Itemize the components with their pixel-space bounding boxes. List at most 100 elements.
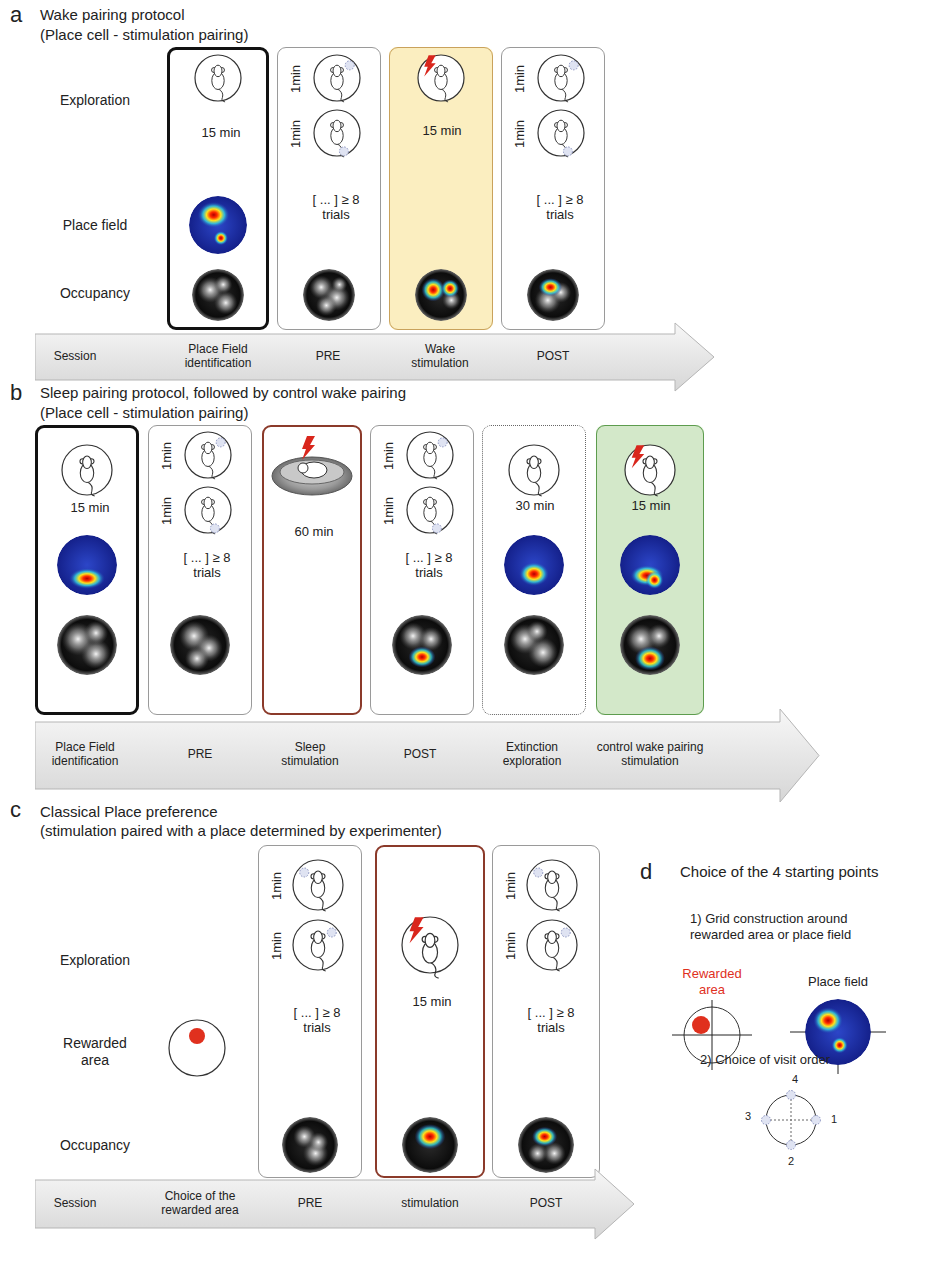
start-point	[300, 868, 309, 877]
duration-text: 15 min	[402, 124, 482, 139]
duration-text: 60 min	[274, 525, 354, 540]
session-label: Choice of the rewarded area	[145, 1190, 255, 1218]
start-point	[563, 147, 572, 156]
arena	[538, 55, 584, 102]
panel-letter: c	[10, 797, 34, 823]
row-label: 4	[788, 1073, 802, 1086]
stimulation-bolt	[424, 55, 436, 76]
row-label: Rewarded area	[677, 966, 747, 997]
rewarded-area	[189, 1028, 205, 1044]
session-label: Wake stimulation	[400, 343, 480, 371]
session-box: 1min1min[ ... ] ≥ 8 trials	[492, 845, 600, 1178]
duration-label: 1min	[270, 926, 285, 966]
arena	[625, 445, 675, 496]
panel-letter: d	[640, 859, 664, 885]
session-label: Place Field identification	[171, 343, 266, 371]
arena	[527, 860, 577, 911]
rat-icon	[212, 65, 226, 102]
session-arrow: SessionChoice of the rewarded areaPREsti…	[35, 1168, 635, 1240]
place-field-map	[504, 535, 564, 595]
panel-title: 2) Choice of visit order	[700, 1052, 900, 1068]
duration-text: 15 min	[392, 995, 472, 1010]
occupancy-map	[303, 269, 355, 321]
session-label: Place Field identification	[38, 741, 133, 769]
rat-icon	[527, 456, 542, 496]
rat-icon	[555, 65, 569, 102]
duration-label: 1min	[270, 866, 285, 906]
session-box: 1min1min[ ... ] ≥ 8 trials	[148, 425, 252, 715]
box-fill	[389, 47, 493, 330]
start-point	[438, 438, 447, 447]
session-label: POST	[523, 350, 583, 364]
session-label: control wake pairing stimulation	[590, 741, 710, 769]
panel-title: Classical Place preference	[40, 803, 560, 821]
duration-label: 1min	[513, 59, 528, 99]
panel-title: (Place cell - stimulation pairing)	[40, 404, 560, 422]
duration-text: 15 min	[181, 126, 261, 141]
row-label: Exploration	[40, 92, 150, 109]
rat-icon	[643, 456, 658, 496]
occupancy-map	[527, 269, 579, 321]
visit-order	[762, 1091, 821, 1150]
session-label: Session	[40, 1197, 110, 1211]
session-box: 15 min	[389, 47, 493, 330]
start-point	[569, 61, 578, 70]
sleep-nest	[272, 436, 352, 495]
duration-text: [ ... ] ≥ 8 trials	[305, 193, 367, 223]
duration-text: [ ... ] ≥ 8 trials	[529, 193, 591, 223]
start-point	[812, 1116, 821, 1125]
session-label: Sleep stimulation	[270, 741, 350, 769]
duration-text: 15 min	[50, 501, 130, 516]
place-field-map	[189, 196, 247, 254]
arena	[538, 110, 584, 157]
session-box: 1min 1min [ ... ] ≥ 8 trials	[258, 845, 362, 1178]
rat-icon	[311, 931, 326, 971]
duration-text: 30 min	[495, 499, 575, 514]
panel-title: (stimulation paired with a place determi…	[40, 822, 560, 840]
session-label: POST	[516, 1197, 576, 1211]
panel-title: Sleep pairing protocol, followed by cont…	[40, 384, 560, 402]
start-point	[216, 438, 225, 447]
start-point	[339, 147, 348, 156]
session-label: PRE	[280, 1197, 340, 1211]
arena	[293, 920, 343, 971]
occupancy-map	[402, 1117, 458, 1173]
duration-text: [ ... ] ≥ 8 trials	[286, 1006, 348, 1036]
arena	[169, 1020, 225, 1076]
panel-letter: b	[10, 380, 34, 406]
arena	[185, 432, 231, 479]
row-label: Occupancy	[40, 1137, 150, 1154]
arena	[527, 920, 577, 971]
occupancy-map	[392, 615, 452, 675]
duration-label: 1min	[513, 114, 528, 154]
duration-label: 1min	[382, 436, 397, 476]
stimulation-bolt	[410, 917, 424, 943]
rat-icon	[545, 931, 560, 971]
stimulation-bolt	[632, 445, 645, 468]
panel-title: Wake pairing protocol	[40, 6, 460, 24]
session-box: 15 min	[375, 845, 485, 1178]
occupancy-map	[415, 269, 467, 321]
rat-icon	[80, 456, 95, 496]
session-box: 15 min	[167, 47, 269, 330]
arena	[314, 55, 360, 102]
start-point	[787, 1091, 796, 1100]
row-label: Occupancy	[40, 285, 150, 302]
occupancy-map	[170, 615, 230, 675]
duration-text: 15 min	[611, 499, 691, 514]
duration-label: 1min	[289, 59, 304, 99]
session-label: PRE	[298, 350, 358, 364]
rat-icon	[435, 65, 449, 102]
session-arrow: SessionPlace Field identificationPREWake…	[35, 322, 715, 392]
arena	[407, 432, 453, 479]
rat-icon	[311, 871, 326, 911]
row-label: 1	[827, 1113, 841, 1126]
session-box: 15 min	[596, 425, 704, 715]
rat-icon	[202, 442, 216, 479]
row-label: Place field	[40, 217, 150, 234]
row-label: 2	[784, 1155, 798, 1168]
start-point	[345, 61, 354, 70]
occupancy-map	[620, 615, 680, 675]
